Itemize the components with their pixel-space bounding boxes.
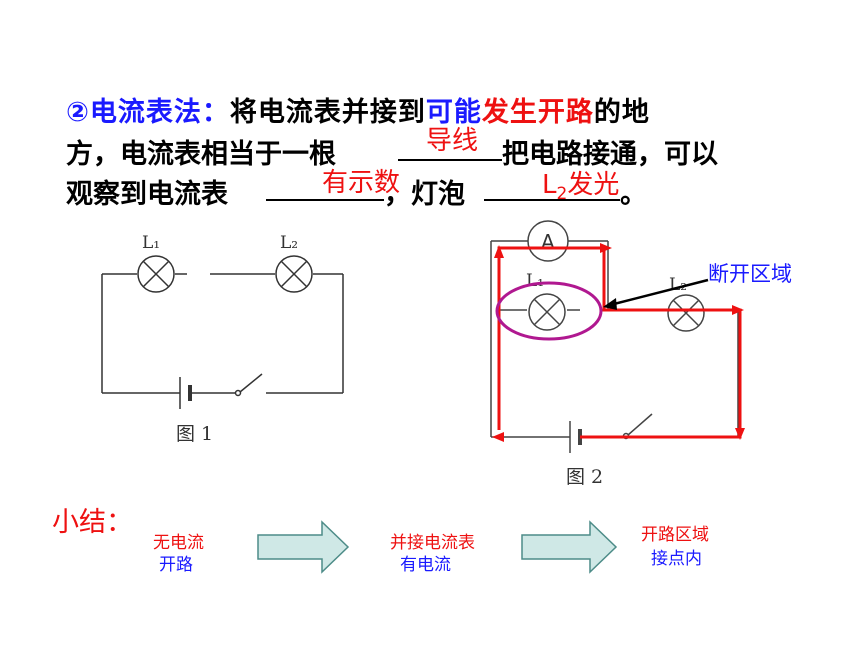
heading-line-3-end: 。 xyxy=(620,172,647,211)
summary-arrow-1 xyxy=(257,520,350,574)
figure-1-circuit xyxy=(101,255,344,409)
summary-step-2-line-2: 有电流 xyxy=(400,555,451,575)
heading-text: 把电路接通，可以 xyxy=(502,139,718,170)
current-arrow xyxy=(494,245,504,258)
heading-text: 方，电流表相当于一根 xyxy=(66,139,336,170)
summary-step-2: 并接电流表 有电流 xyxy=(390,532,475,576)
current-arrows xyxy=(492,243,745,442)
method-label: ②电流表法： xyxy=(66,97,230,128)
heading-text: 。 xyxy=(620,179,647,210)
heading-text: 将电流表并接到 xyxy=(229,97,426,128)
answer-lamp-letter: L xyxy=(542,170,557,200)
summary-label: 小结： xyxy=(52,507,133,538)
heading-line-3: 观察到电流表 xyxy=(66,172,228,211)
fig2-caption: 图 2 xyxy=(566,466,603,488)
heading-text: 的地 xyxy=(593,97,650,128)
annotation-pointer-head xyxy=(603,298,617,310)
summary-step-3-line-2: 接点内 xyxy=(651,549,702,569)
fig1-caption: 图 1 xyxy=(176,423,213,445)
fig1-lamp-2-symbol xyxy=(275,255,313,293)
answer-lamp-text: 发光 xyxy=(567,170,620,200)
answer-has-reading: 有示数 xyxy=(322,168,401,198)
heading-text: 观察到电流表 xyxy=(66,179,228,210)
heading-line-2-end: 把电路接通，可以 xyxy=(502,132,718,171)
summary-step-1: 无电流 开路 xyxy=(153,532,204,576)
blank-underline-1 xyxy=(398,159,502,161)
current-arrow xyxy=(492,432,504,442)
fig1-lamp-2-label: L₂ xyxy=(280,233,298,253)
open-region-label: 断开区域 xyxy=(708,262,792,286)
current-arrow xyxy=(735,428,745,440)
summary-step-3: 开路区域 接点内 xyxy=(641,523,709,571)
summary-step-1-line-2: 开路 xyxy=(159,555,193,575)
fig1-switch-blade xyxy=(239,373,263,393)
answer-lamp-lights: L2发光 xyxy=(542,164,619,204)
current-arrow xyxy=(600,243,612,253)
fig2-lamp-1-label: L₁ xyxy=(526,271,544,291)
fig2-ammeter-symbol xyxy=(527,220,569,262)
keyword-possible: 可能 xyxy=(425,97,482,128)
fig2-lamp-2-cross xyxy=(672,299,700,327)
fig2-lamp-1-symbol xyxy=(528,293,566,331)
fig1-lamp-1-symbol xyxy=(137,255,175,293)
summary-arrow-2 xyxy=(521,520,618,574)
blank-underline-3 xyxy=(484,199,620,201)
heading-text: ，灯泡 xyxy=(384,179,465,210)
open-region-ellipse xyxy=(495,281,603,341)
answer-lamp-subscript: 2 xyxy=(556,184,568,205)
blank-underline-2 xyxy=(266,199,384,201)
summary-step-3-line-1: 开路区域 xyxy=(641,525,709,545)
fig1-lamp-1-label: L₁ xyxy=(142,233,160,253)
annotation-pointer xyxy=(609,278,709,307)
heading-line-3-mid: ，灯泡 xyxy=(384,172,465,211)
fig2-ammeter-label: A xyxy=(541,230,555,254)
summary-step-2-line-1: 并接电流表 xyxy=(390,533,475,553)
fig2-lamp-1-cross xyxy=(533,298,561,326)
fig2-lamp-2-symbol xyxy=(667,294,705,332)
current-arrow xyxy=(732,305,744,315)
heading-line-1: ②电流表法：将电流表并接到可能发生开路的地 xyxy=(66,90,650,129)
heading-line-2: 方，电流表相当于一根 xyxy=(66,132,336,171)
summary-arrows xyxy=(257,520,618,574)
fig1-switch-contact xyxy=(234,389,242,397)
fig1-lamp-1-cross xyxy=(142,260,170,288)
answer-wire: 导线 xyxy=(426,126,479,156)
fig2-switch-blade xyxy=(627,413,653,436)
summary-step-1-line-1: 无电流 xyxy=(153,533,204,553)
fig1-lamp-2-cross xyxy=(280,260,308,288)
keyword-open-circuit: 发生开路 xyxy=(481,97,594,128)
